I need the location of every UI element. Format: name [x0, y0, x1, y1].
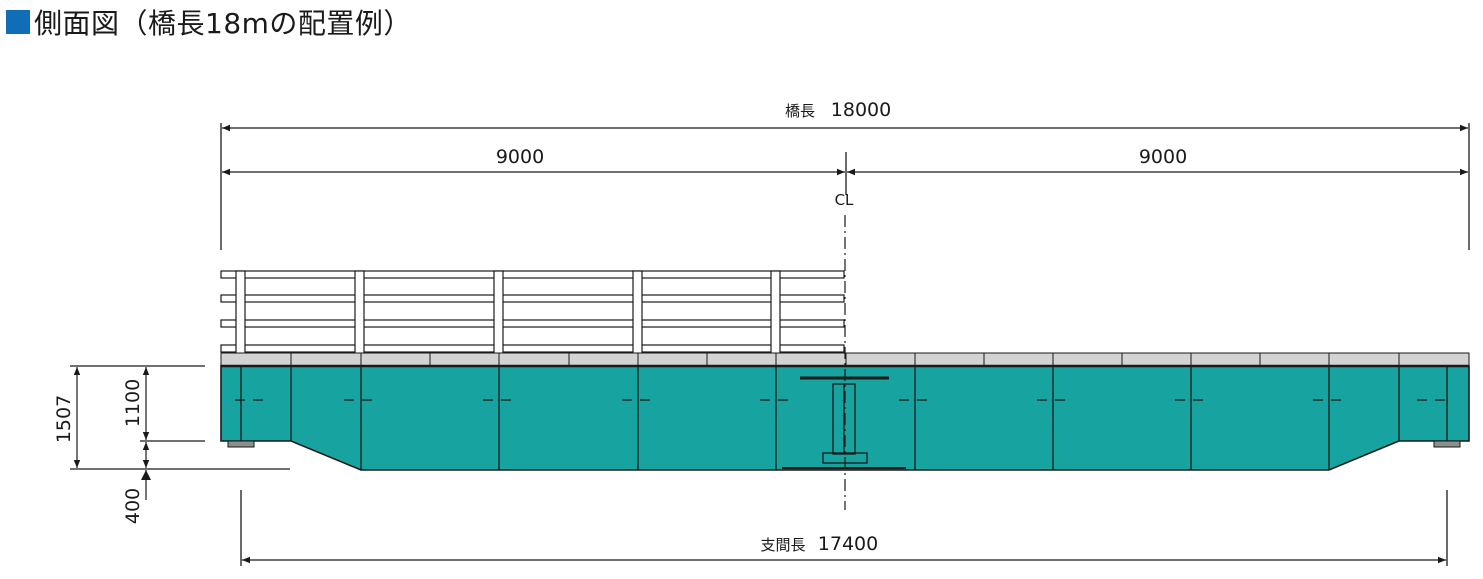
deck-plate — [637, 352, 708, 367]
deck-plate — [1328, 352, 1400, 367]
deck-plate — [706, 352, 777, 367]
handrail — [220, 270, 845, 366]
deck-plate — [775, 352, 847, 367]
deck-plate — [983, 352, 1054, 367]
title-text: 側面図（橋長18mの配置例） — [34, 7, 412, 40]
bridge-length-label: 橋長 — [785, 102, 815, 120]
total-height-value: 1507 — [53, 395, 75, 443]
deck-plate — [914, 352, 985, 367]
centerline-label: CL — [835, 191, 854, 209]
left-bearing-icon — [227, 440, 255, 448]
girder-depth-value: 1100 — [122, 379, 144, 427]
height-dimensions — [70, 365, 290, 500]
end-drop-value: 400 — [122, 488, 144, 524]
bridge-length-value: 18000 — [831, 99, 891, 121]
deck-plate — [1121, 352, 1192, 367]
span-length-label: 支間長 — [760, 536, 805, 554]
deck-plate — [1398, 352, 1470, 367]
page-title: 側面図（橋長18mの配置例） — [6, 2, 412, 42]
right-half-value: 9000 — [1139, 146, 1187, 168]
deck-plate — [498, 352, 570, 367]
deck-plate — [845, 352, 916, 367]
deck-plate — [1052, 352, 1123, 367]
deck-plate — [568, 352, 639, 367]
deck-plate — [1190, 352, 1261, 367]
bridge-length-dimension: 橋長 18000 — [220, 99, 1470, 250]
deck-plate — [290, 352, 362, 367]
span-length-value: 17400 — [818, 533, 878, 555]
span-length-dimension — [240, 490, 1448, 566]
half-length-dimension: 9000 9000 CL — [222, 146, 1468, 209]
deck-plate — [360, 352, 431, 367]
right-bearing-icon — [1433, 440, 1461, 448]
deck-plate — [429, 352, 500, 367]
deck-plate — [1259, 352, 1330, 367]
left-half-value: 9000 — [496, 146, 544, 168]
title-square-icon — [6, 10, 30, 34]
deck-plate — [220, 352, 292, 367]
